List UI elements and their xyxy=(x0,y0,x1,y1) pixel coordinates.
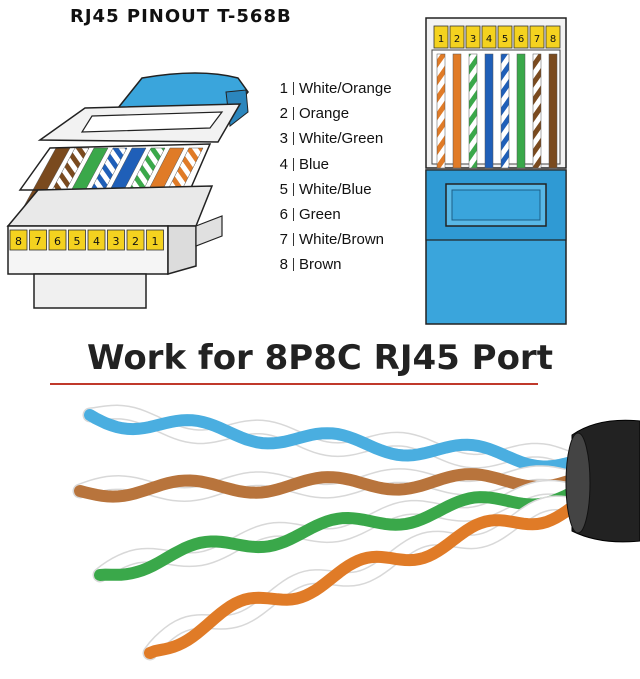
front-pin-number: 5 xyxy=(74,235,81,248)
pin-separator xyxy=(293,82,294,96)
pinout-row: 3 White/Green xyxy=(276,126,426,151)
pin-separator xyxy=(293,182,294,196)
front-pin-contact xyxy=(9,229,28,251)
top-pin-contact xyxy=(449,25,465,49)
top-wire-bands xyxy=(436,53,558,169)
top-pin-contact xyxy=(529,25,545,49)
pinout-row: 1 White/Orange xyxy=(276,76,426,101)
twisted-pair xyxy=(82,404,583,473)
top-pin-contact xyxy=(433,25,449,49)
front-pin-contact xyxy=(146,229,164,251)
pinout-row: 2 Orange xyxy=(276,101,426,126)
front-pin-number: 8 xyxy=(15,235,22,248)
top-pin-number: 5 xyxy=(502,34,508,45)
twisted-pair xyxy=(72,465,583,503)
pin-color-label: Blue xyxy=(299,155,330,173)
pin-color-label: Green xyxy=(299,206,341,224)
front-pin-contact xyxy=(29,229,47,251)
pin-separator xyxy=(293,132,294,146)
top-pin-contact xyxy=(481,25,497,49)
pin-separator xyxy=(293,157,294,171)
headline: Work for 8P8C RJ45 Port xyxy=(87,338,553,378)
headline-underline xyxy=(50,383,538,385)
plug-latch xyxy=(33,273,147,309)
top-wire xyxy=(452,53,462,169)
front-pin-number: 6 xyxy=(54,235,61,248)
pin-number: 7 xyxy=(279,231,288,249)
pin-number: 4 xyxy=(279,155,288,173)
front-pin-contact xyxy=(126,229,145,251)
pinout-title: RJ45 PINOUT T-568B xyxy=(70,6,292,27)
top-wire xyxy=(436,53,446,169)
pin-color-label: White/Blue xyxy=(299,180,372,198)
top-pin-number: 1 xyxy=(438,34,444,45)
pin-number: 8 xyxy=(279,256,288,274)
top-wire xyxy=(500,53,510,169)
pin-color-label: White/Brown xyxy=(299,231,385,249)
front-pin-number: 2 xyxy=(132,235,139,248)
top-pin-number: 3 xyxy=(470,34,476,45)
front-pin-contact xyxy=(48,229,67,251)
top-wire xyxy=(548,53,558,169)
top-pin-number: 4 xyxy=(486,34,492,45)
pin-separator xyxy=(293,208,294,222)
top-pin-number: 2 xyxy=(454,34,460,45)
pin-separator xyxy=(293,107,294,121)
front-pin-contact xyxy=(68,229,86,251)
top-wire xyxy=(516,53,526,169)
front-pin-contact xyxy=(107,229,125,251)
pin-color-label: White/Orange xyxy=(299,80,392,98)
front-pin-contact xyxy=(87,229,106,251)
pinout-row: 4 Blue xyxy=(276,152,426,177)
top-wire xyxy=(484,53,494,169)
top-wire xyxy=(468,53,478,169)
top-pin-number: 8 xyxy=(550,34,556,45)
top-pin-contact xyxy=(497,25,513,49)
pinout-row: 5 White/Blue xyxy=(276,177,426,202)
pin-color-label: White/Green xyxy=(299,130,384,148)
front-pin-number: 7 xyxy=(35,235,42,248)
pin-number: 2 xyxy=(279,105,288,123)
top-pin-contact xyxy=(545,25,561,49)
pin-separator xyxy=(293,258,294,272)
top-pin-number: 6 xyxy=(518,34,524,45)
top-pin-number: 7 xyxy=(534,34,540,45)
top-pin-contact xyxy=(465,25,481,49)
cable-jacket xyxy=(571,419,640,543)
pin-color-label: Brown xyxy=(299,256,342,274)
twisted-pair-cable-illustration xyxy=(72,404,640,661)
pin-color-label: Orange xyxy=(299,105,350,123)
front-pin-number: 1 xyxy=(152,235,159,248)
pin-number: 5 xyxy=(279,180,288,198)
front-pin-number: 3 xyxy=(113,235,120,248)
pin-number: 1 xyxy=(279,80,288,98)
pinout-row: 7 White/Brown xyxy=(276,227,426,252)
pinout-row: 6 Green xyxy=(276,202,426,227)
twisted-pair xyxy=(92,479,583,583)
front-pin-number: 4 xyxy=(93,235,100,248)
pin-number: 3 xyxy=(279,130,288,148)
pinout-row: 8 Brown xyxy=(276,252,426,277)
top-pin-contact xyxy=(513,25,529,49)
pin-number: 6 xyxy=(279,206,288,224)
twisted-pair xyxy=(142,495,583,661)
pin-separator xyxy=(293,233,294,247)
top-wire xyxy=(532,53,542,169)
